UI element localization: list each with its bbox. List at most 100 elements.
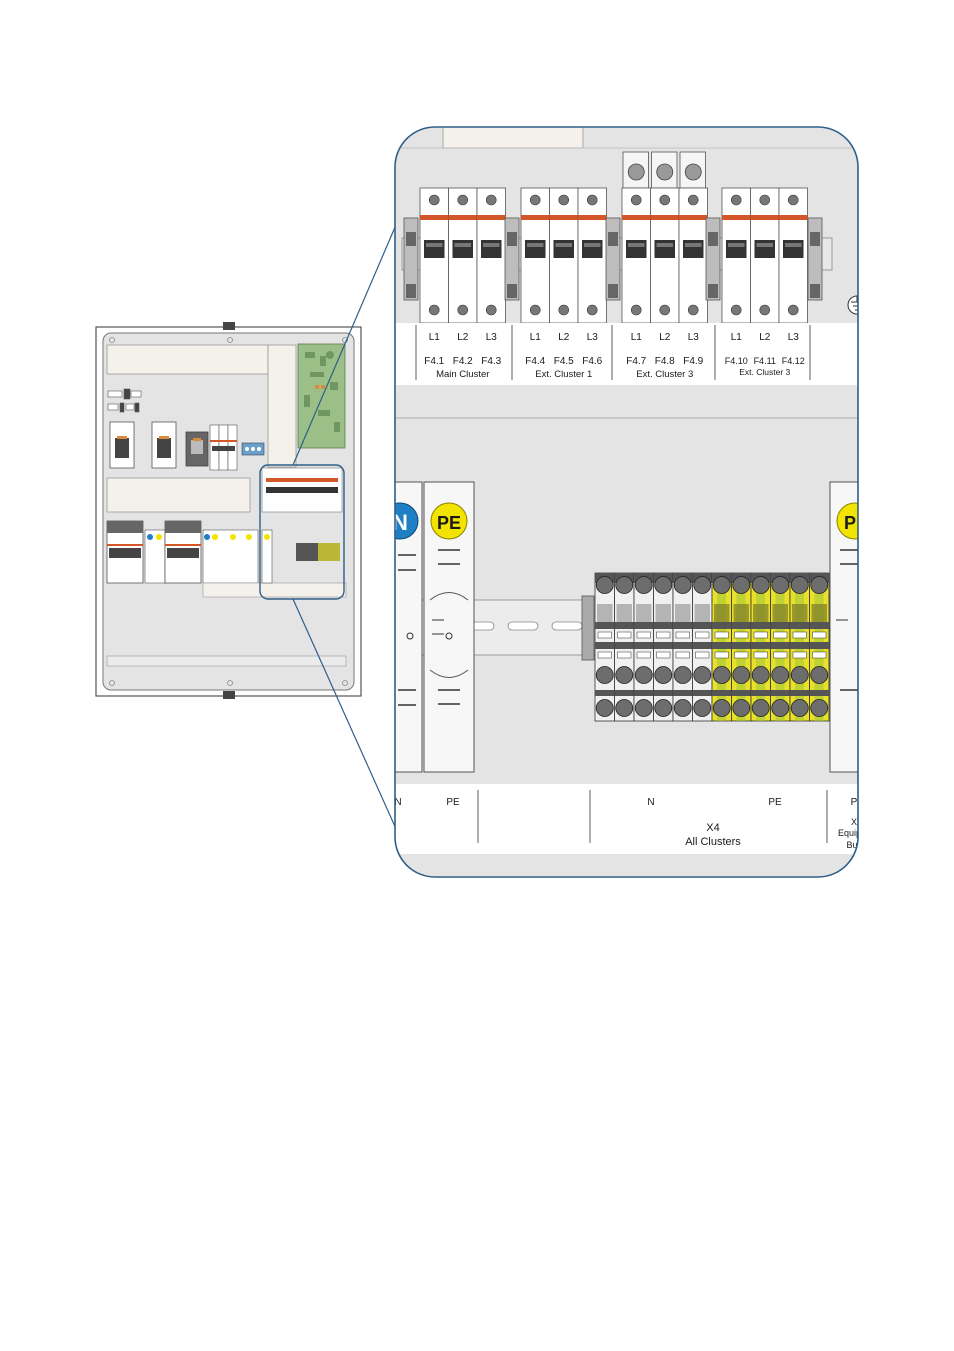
fuse-label: F4.11 [754,356,776,366]
terminal-screw-icon [790,699,809,717]
terminal-screw-icon [810,666,829,684]
n-badge-text: N [392,510,408,535]
upper-cable-duct [106,344,269,375]
pe-terminal-cell [750,572,771,722]
terminal-screw-icon [693,666,712,684]
terminal-screw-icon [615,666,634,684]
middle-cable-duct [106,477,251,513]
breaker-handle [783,240,804,258]
phase-label: L2 [457,332,469,343]
terminal-screw-icon [732,576,751,594]
screw-icon [659,194,671,206]
block-pe-label: PE [768,797,782,808]
breaker-pole [650,151,680,324]
pe-terminal-cell [809,572,830,722]
terminal-screw-icon [751,576,770,594]
pe-terminal-cell [711,572,732,722]
zoom-top-duct [442,127,584,149]
breaker-pole [778,187,808,324]
phase-label: L2 [558,332,570,343]
screw-icon [787,194,799,206]
breaker-pole [621,151,651,324]
breaker-handle [626,240,647,258]
screw-icon [730,304,742,316]
fuse-label: F4.4 [525,356,545,367]
right-pe-label: P [851,797,858,808]
breaker-pole [750,187,780,324]
terminal-screw-icon [732,699,751,717]
right-terminal-name-1: Equipo [838,828,866,838]
screw-icon [687,194,699,206]
terminal-screw-icon [810,576,829,594]
screw-icon [457,194,469,206]
terminal-screw-icon [771,666,790,684]
breaker-group-1 [403,187,506,324]
screw-icon [428,304,440,316]
screw-icon [485,194,497,206]
terminal-screw-icon [810,699,829,717]
terminal-screw-icon [634,666,653,684]
bottom-rail [106,655,347,667]
cabinet-overview [95,322,362,699]
n-terminal-cell [594,572,615,722]
screw-icon [630,304,642,316]
screw-icon [485,304,497,316]
right-terminal-id: X [851,817,857,827]
n-terminal-cell [692,572,713,722]
breaker-handle [452,240,473,258]
fuse-label: F4.12 [782,356,805,366]
screw-icon [428,194,440,206]
breaker-handle [525,240,546,258]
breaker-pole [549,187,579,324]
breaker-group-2 [504,187,607,324]
pe-badge-text: PE [437,513,461,533]
screw-icon [787,304,799,316]
breaker-pole [476,187,506,324]
breaker-pole [721,187,751,324]
overview-highlight-frame [259,464,345,600]
screw-icon [586,304,598,316]
circuit-board-orange-parts [315,385,325,389]
terminal-screw-icon [712,576,731,594]
phase-label: L3 [688,332,700,343]
phase-label: L3 [486,332,498,343]
zoom-frame [394,126,859,878]
right-pe-badge-text: P [844,513,856,533]
left-n-terminal: N [392,481,423,773]
terminal-screw-icon [771,576,790,594]
breaker-pole [577,187,607,324]
side-cable-duct [267,344,297,468]
terminal-screw-icon [595,699,614,717]
block-id-label: X4 [706,822,719,834]
fuse-label: F4.9 [683,356,703,367]
terminal-screw-icon [732,666,751,684]
breaker-handle [553,240,574,258]
breaker-handle [654,240,675,258]
pe-badge [430,502,468,540]
circuit-board-components [304,351,340,432]
fuse-label: F4.10 [725,356,748,366]
screw-icon [457,304,469,316]
terminal-screw-icon [790,666,809,684]
terminal-screw-icon [712,699,731,717]
screw-icon [586,194,598,206]
cluster-name-label: Main Cluster [436,369,489,380]
breaker-pole [419,187,449,324]
pe-terminal-cell [770,572,791,722]
phase-label: L3 [587,332,599,343]
screw-icon [687,304,699,316]
terminal-screw-icon [615,699,634,717]
overview-zoom-source-breakers [261,467,343,513]
left-pe-label: PE [446,797,460,808]
bottom-hinge [223,691,235,699]
fuse-label: F4.8 [655,356,675,367]
phase-label: L1 [731,332,743,343]
terminal-screw-icon [654,666,673,684]
terminal-screw-icon [751,666,770,684]
right-pe-badge [836,502,858,540]
end-clamp-left [581,595,595,661]
overview-lower-breakers [106,520,347,598]
breaker-handle [481,240,502,258]
